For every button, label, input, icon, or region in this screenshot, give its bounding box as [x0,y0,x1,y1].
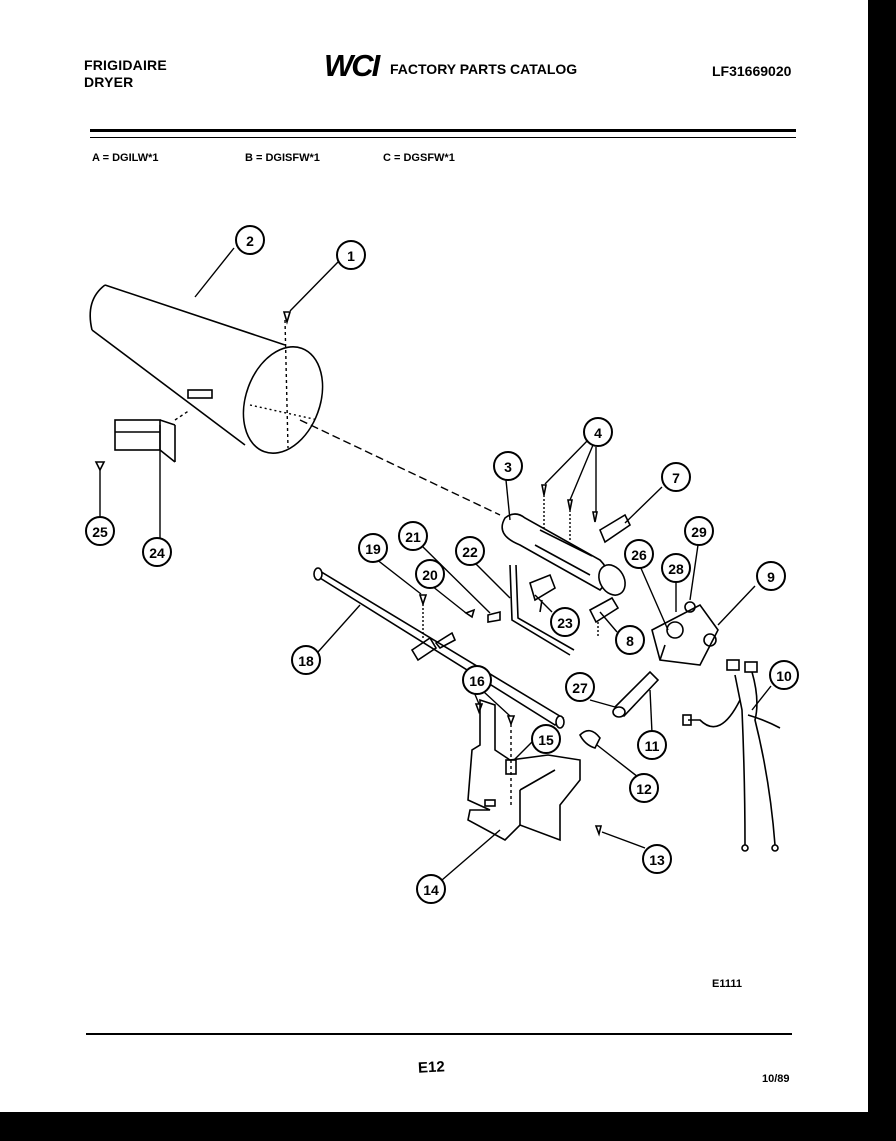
bracket-7-part [598,513,632,544]
callout-8: 8 [615,625,645,655]
callout-28: 28 [661,553,691,583]
callout-1-label: 1 [347,248,355,264]
callout-10: 10 [769,660,799,690]
callout-4-label: 4 [594,425,602,441]
gas-valve-9-part [651,601,719,666]
callout-22: 22 [455,536,485,566]
callout-markers: 1 2 3 4 7 8 9 10 11 12 13 14 15 16 18 19… [85,225,799,904]
callout-4: 4 [583,417,613,447]
footer-rule [86,1033,792,1035]
callout-26-label: 26 [631,547,647,563]
callout-11-label: 11 [645,738,660,754]
tube-22-part [509,564,575,656]
callout-24-label: 24 [149,545,165,561]
igniter-11-part [612,670,660,718]
screw-25-part [94,461,106,517]
callout-29-label: 29 [691,524,707,540]
brand-line-1: FRIGIDAIRE [84,57,167,73]
parts-catalog-page: FRIGIDAIRE DRYER WCI FACTORY PARTS CATAL… [0,0,868,1112]
callout-19-label: 19 [365,541,381,557]
callout-11: 11 [637,730,667,760]
header-rule-thin [90,137,796,138]
callout-3: 3 [493,451,523,481]
callout-21-label: 21 [405,529,421,545]
callout-22-label: 22 [462,544,478,560]
callout-1: 1 [336,240,366,270]
screw-13-part [594,825,603,837]
callout-19: 19 [358,533,388,563]
figure-code: E1111 [712,978,742,990]
burner-tube-3-part [501,513,626,596]
edge-mark [0,146,6,148]
callout-18-label: 18 [298,653,314,669]
leader-lines [159,247,772,881]
callout-15: 15 [531,724,561,754]
drum-part [89,284,324,455]
screw-19-part [418,594,428,640]
bracket-14-part [467,698,581,842]
callout-16-label: 16 [469,673,485,689]
callout-2-label: 2 [246,233,254,249]
callout-26: 26 [624,539,654,569]
callout-2: 2 [235,225,265,255]
bracket-23-part [529,573,556,613]
revision-date: 10/89 [762,1073,790,1085]
model-a: A = DGILW*1 [92,152,159,164]
callout-12-label: 12 [636,781,652,797]
callout-9: 9 [756,561,786,591]
brand-name: FRIGIDAIRE DRYER [84,57,167,91]
callout-15-label: 15 [538,732,554,748]
callout-14: 14 [416,874,446,904]
callout-23-label: 23 [557,615,573,631]
callout-27: 27 [565,672,595,702]
callout-24: 24 [142,537,172,567]
wci-logo-text: WCI [324,48,382,80]
assembly-dashed-line [299,419,501,516]
callout-25-label: 25 [92,524,108,540]
catalog-number: LF31669020 [712,63,792,79]
callout-13-label: 13 [649,852,665,868]
orifice-21-part [487,610,501,623]
callout-21: 21 [398,521,428,551]
callout-14-label: 14 [423,882,439,898]
callout-23: 23 [550,607,580,637]
header-rule [90,129,796,132]
clip-12-part [579,729,601,749]
page-label: E12 [417,1058,446,1077]
callout-9-label: 9 [767,569,775,585]
exploded-parts-diagram: 1 2 3 4 7 8 9 10 11 12 13 14 15 16 18 19… [85,225,799,904]
callout-3-label: 3 [504,459,512,475]
callout-12: 12 [629,773,659,803]
callout-13: 13 [642,844,672,874]
brand-line-2: DRYER [84,74,134,90]
bracket-8-part [588,596,620,636]
callout-10-label: 10 [776,668,792,684]
callout-29: 29 [684,516,714,546]
callout-8-label: 8 [626,633,634,649]
catalog-title: FACTORY PARTS CATALOG [390,61,578,77]
callout-27-label: 27 [572,680,588,696]
callout-18: 18 [291,645,321,675]
callout-20-label: 20 [422,567,438,583]
model-c: C = DGSFW*1 [383,152,455,164]
screw-1-part [282,311,292,325]
callout-28-label: 28 [668,561,684,577]
wci-logo: WCI [324,48,384,80]
callout-25: 25 [85,516,115,546]
screw-20-part [464,608,476,619]
edge-mark [0,128,8,130]
switch-24-part [114,409,191,463]
model-b: B = DGISFW*1 [245,152,320,164]
callout-7-label: 7 [672,470,680,486]
callout-7: 7 [661,462,691,492]
callout-16: 16 [462,665,492,695]
wire-harness-10-part [682,659,781,852]
callout-20: 20 [415,559,445,589]
